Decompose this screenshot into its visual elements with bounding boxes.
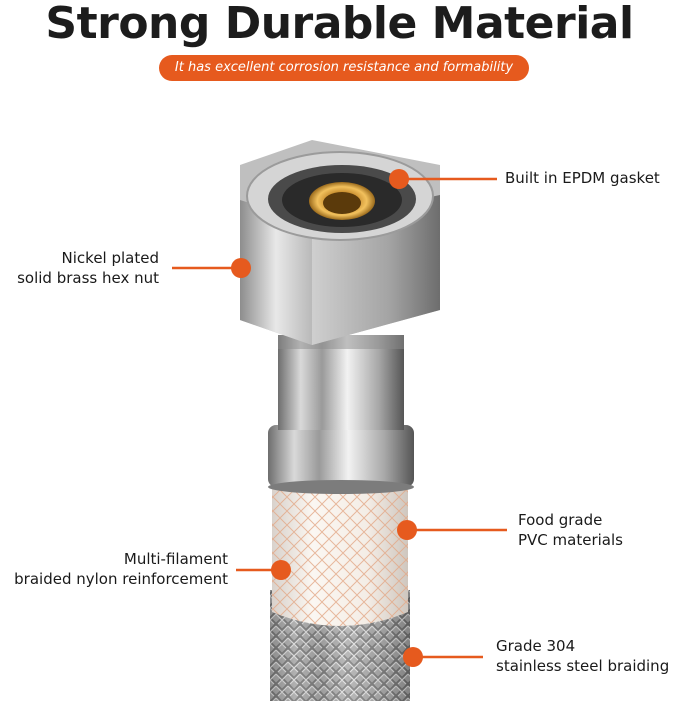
callout-text: Food grade [518,511,603,529]
callout-nylon: Multi-filament braided nylon reinforceme… [14,549,228,589]
ferrule-neck [278,335,404,430]
callout-pvc: Food grade PVC materials [518,510,623,550]
pvc-tube [272,470,408,626]
callout-text: stainless steel braiding [496,657,670,675]
callout-text: Grade 304 [496,637,576,655]
callout-text: solid brass hex nut [17,269,159,287]
page-title: Strong Durable Material [45,0,634,49]
callout-text: Nickel plated [61,249,159,267]
hex-nut [240,140,440,345]
callout-text: braided nylon reinforcement [14,570,228,588]
callout-epdm-gasket: Built in EPDM gasket [505,168,660,188]
crimp-sleeve [268,425,414,494]
subtitle-badge: It has excellent corrosion resistance an… [159,55,529,81]
callout-text: Built in EPDM gasket [505,169,660,187]
callout-steel-braiding: Grade 304 stainless steel braiding [496,636,669,676]
callout-text: PVC materials [518,531,623,549]
callout-text: Multi-filament [123,550,228,568]
callout-hex-nut: Nickel plated solid brass hex nut [17,248,159,288]
callout-markers [172,169,507,667]
